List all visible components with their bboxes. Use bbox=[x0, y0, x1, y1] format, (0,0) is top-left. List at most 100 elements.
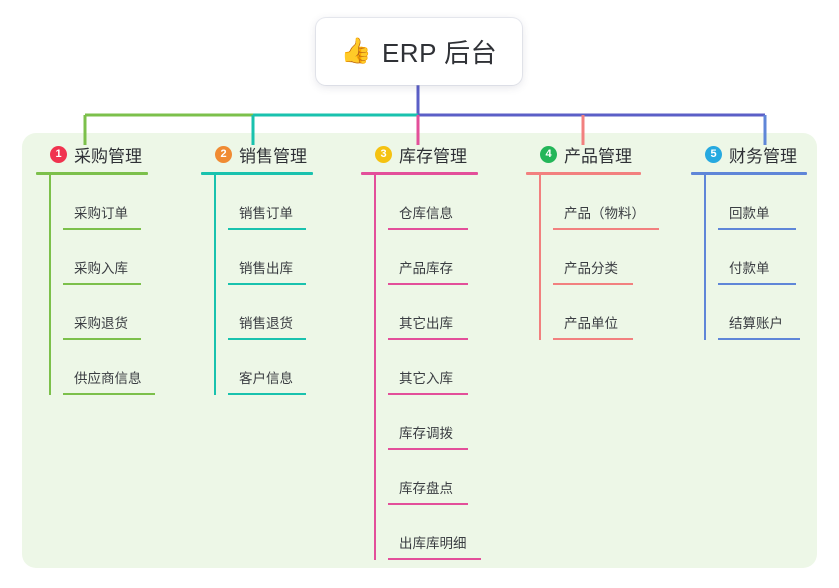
branch-item[interactable]: 产品（物料） bbox=[540, 175, 659, 230]
branch-item-label: 产品分类 bbox=[564, 261, 618, 276]
branch-item[interactable]: 库存盘点 bbox=[375, 450, 478, 505]
branch-column-2: 2 销售管理销售订单销售出库销售退货客户信息 bbox=[201, 142, 313, 395]
branch-spine bbox=[539, 175, 541, 340]
branch-item-underline bbox=[63, 338, 141, 340]
branch-item-underline bbox=[388, 228, 468, 230]
branch-item-underline bbox=[228, 393, 306, 395]
branch-number-badge: 5 bbox=[705, 145, 722, 163]
branch-item-label: 出库库明细 bbox=[399, 536, 467, 551]
branch-item[interactable]: 仓库信息 bbox=[375, 175, 478, 230]
branch-item[interactable]: 其它入库 bbox=[375, 340, 478, 395]
branch-item[interactable]: 采购退货 bbox=[50, 285, 148, 340]
branch-item[interactable]: 产品分类 bbox=[540, 230, 641, 285]
branch-item[interactable]: 产品库存 bbox=[375, 230, 478, 285]
branch-item-label: 库存调拨 bbox=[399, 426, 453, 441]
branch-item-underline bbox=[718, 338, 800, 340]
branch-item-label: 付款单 bbox=[729, 261, 770, 276]
branch-item-label: 采购订单 bbox=[74, 206, 128, 221]
branch-item[interactable]: 销售退货 bbox=[215, 285, 313, 340]
branch-item-label: 产品库存 bbox=[399, 261, 453, 276]
branch-item[interactable]: 产品单位 bbox=[540, 285, 641, 340]
branch-item-label: 产品（物料） bbox=[564, 206, 645, 221]
branch-underline bbox=[361, 172, 478, 175]
branch-item[interactable]: 客户信息 bbox=[215, 340, 313, 395]
branch-column-5: 5 财务管理回款单付款单结算账户 bbox=[691, 142, 807, 340]
branch-item[interactable]: 采购入库 bbox=[50, 230, 148, 285]
branch-item-underline bbox=[553, 338, 633, 340]
branch-item-label: 采购退货 bbox=[74, 316, 128, 331]
branch-underline bbox=[201, 172, 313, 175]
branch-item-underline bbox=[388, 338, 468, 340]
branch-item-label: 仓库信息 bbox=[399, 206, 453, 221]
branch-number-badge: 1 bbox=[50, 145, 67, 163]
branch-underline bbox=[526, 172, 641, 175]
branch-underline bbox=[691, 172, 807, 175]
branch-item-underline bbox=[718, 228, 796, 230]
branch-item[interactable]: 回款单 bbox=[705, 175, 807, 230]
branch-underline bbox=[36, 172, 148, 175]
branch-item-underline bbox=[228, 283, 306, 285]
branch-item-underline bbox=[388, 503, 468, 505]
branch-item-label: 销售退货 bbox=[239, 316, 293, 331]
branch-column-1: 1 采购管理采购订单采购入库采购退货供应商信息 bbox=[36, 142, 155, 395]
branch-title: 采购管理 bbox=[74, 146, 142, 166]
branch-item[interactable]: 销售订单 bbox=[215, 175, 313, 230]
branch-items: 回款单付款单结算账户 bbox=[691, 175, 807, 340]
branch-spine bbox=[704, 175, 706, 340]
branch-item[interactable]: 出库库明细 bbox=[375, 505, 481, 560]
root-node[interactable]: 👍 ERP 后台 bbox=[316, 18, 522, 85]
branch-items: 产品（物料） 产品分类产品单位 bbox=[526, 175, 659, 340]
branch-item-underline bbox=[718, 283, 796, 285]
branch-title: 财务管理 bbox=[729, 146, 797, 166]
branch-item-underline bbox=[63, 228, 141, 230]
branch-item-underline bbox=[228, 228, 306, 230]
branch-item-underline bbox=[553, 228, 659, 230]
branch-item[interactable]: 库存调拨 bbox=[375, 395, 478, 450]
branch-item-label: 采购入库 bbox=[74, 261, 128, 276]
branch-column-3: 3 库存管理仓库信息产品库存其它出库其它入库库存调拨库存盘点出库库明细 bbox=[361, 142, 481, 560]
branch-item-underline bbox=[388, 283, 468, 285]
branch-item-label: 其它出库 bbox=[399, 316, 453, 331]
thumbs-up-icon: 👍 bbox=[340, 37, 372, 65]
branch-title: 销售管理 bbox=[239, 146, 307, 166]
branch-title: 产品管理 bbox=[564, 146, 632, 166]
branch-item[interactable]: 供应商信息 bbox=[50, 340, 155, 395]
branch-items: 销售订单销售出库销售退货客户信息 bbox=[201, 175, 313, 395]
branch-spine bbox=[374, 175, 376, 560]
branch-item[interactable]: 其它出库 bbox=[375, 285, 478, 340]
branch-item-underline bbox=[388, 393, 468, 395]
branch-items: 采购订单采购入库采购退货供应商信息 bbox=[36, 175, 155, 395]
branch-number-badge: 3 bbox=[375, 145, 392, 163]
branch-item-label: 结算账户 bbox=[729, 316, 783, 331]
branch-item-label: 回款单 bbox=[729, 206, 770, 221]
branch-spine bbox=[49, 175, 51, 395]
branch-item-label: 供应商信息 bbox=[74, 371, 142, 386]
branch-item-label: 客户信息 bbox=[239, 371, 293, 386]
branch-item[interactable]: 采购订单 bbox=[50, 175, 148, 230]
branch-item-underline bbox=[553, 283, 633, 285]
branch-item-underline bbox=[388, 558, 481, 560]
branch-item[interactable]: 付款单 bbox=[705, 230, 807, 285]
branch-item[interactable]: 结算账户 bbox=[705, 285, 807, 340]
branch-number-badge: 2 bbox=[215, 145, 232, 163]
branch-header-1[interactable]: 1 采购管理 bbox=[36, 142, 148, 166]
branch-item-label: 库存盘点 bbox=[399, 481, 453, 496]
branch-item-label: 产品单位 bbox=[564, 316, 618, 331]
branch-item-label: 销售出库 bbox=[239, 261, 293, 276]
branch-spine bbox=[214, 175, 216, 395]
branch-header-5[interactable]: 5 财务管理 bbox=[691, 142, 807, 166]
diagram-panel bbox=[22, 133, 817, 568]
branch-item-underline bbox=[228, 338, 306, 340]
branch-item-label: 销售订单 bbox=[239, 206, 293, 221]
branch-header-3[interactable]: 3 库存管理 bbox=[361, 142, 478, 166]
branch-title: 库存管理 bbox=[399, 146, 467, 166]
branch-item-underline bbox=[63, 283, 141, 285]
branch-item-underline bbox=[388, 448, 468, 450]
branch-items: 仓库信息产品库存其它出库其它入库库存调拨库存盘点出库库明细 bbox=[361, 175, 481, 560]
branch-header-2[interactable]: 2 销售管理 bbox=[201, 142, 313, 166]
branch-item[interactable]: 销售出库 bbox=[215, 230, 313, 285]
root-title: ERP 后台 bbox=[381, 38, 498, 68]
